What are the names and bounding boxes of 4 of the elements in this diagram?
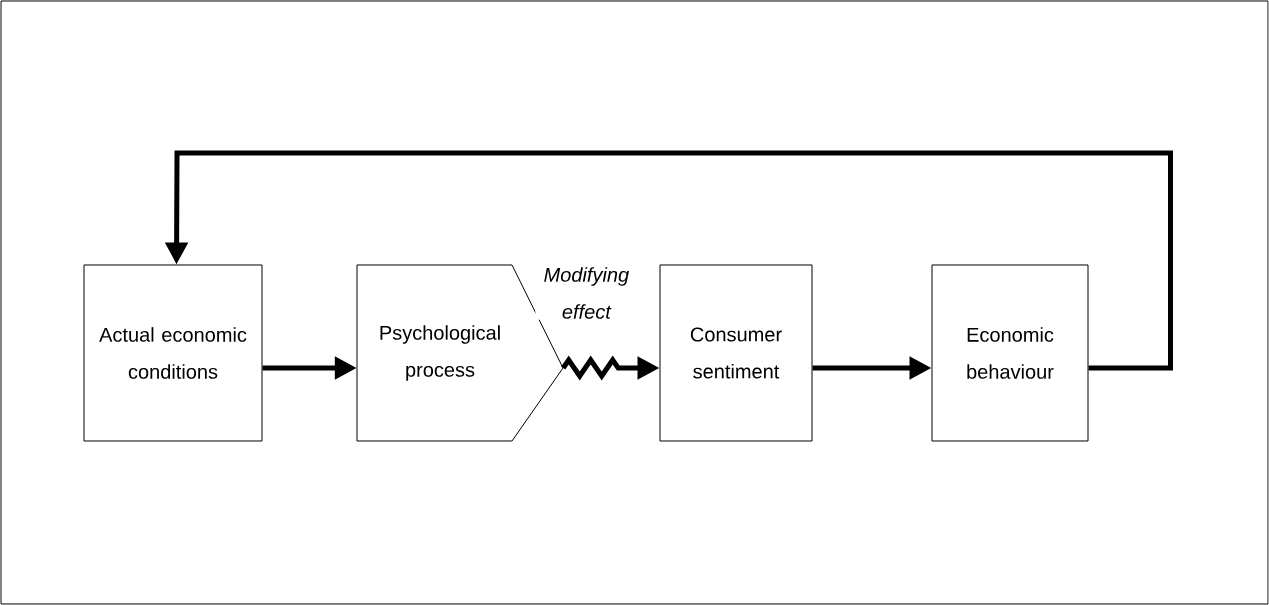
- process-box: Actual economic conditions: [83, 264, 263, 442]
- edge-label: Modifying effect: [535, 266, 638, 320]
- process-box: Economic behaviour: [931, 264, 1089, 442]
- process-box: Consumer sentiment: [659, 264, 813, 442]
